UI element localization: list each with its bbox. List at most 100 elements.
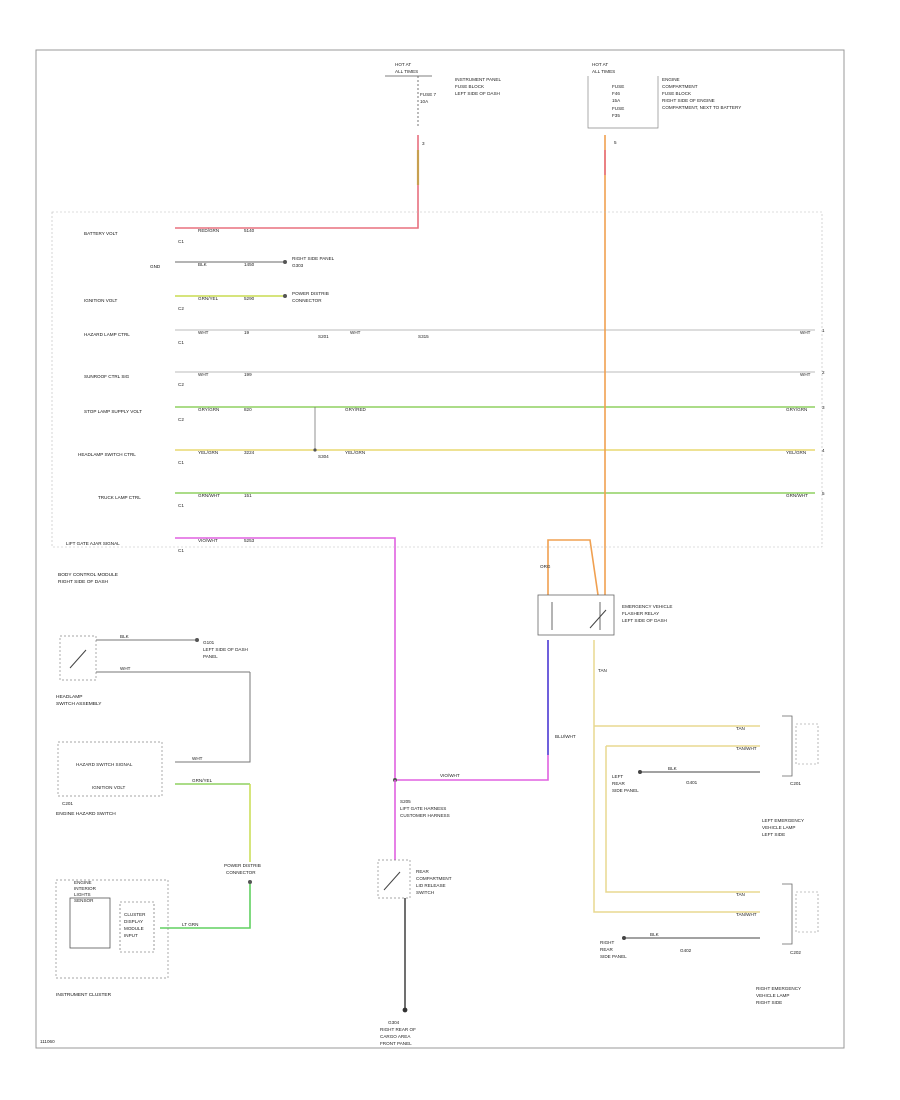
svg-text:C2: C2 (178, 306, 184, 311)
lamp-right: TAN TAN/WHT BLK G402 RIGHT REAR SIDE PAN… (600, 883, 819, 1005)
svg-text:1: 1 (822, 328, 825, 333)
svg-text:G402: G402 (680, 948, 692, 953)
svg-text:FRONT PANEL: FRONT PANEL (380, 1041, 412, 1046)
svg-text:FUSE BLOCK: FUSE BLOCK (455, 84, 485, 89)
svg-text:STOP LAMP SUPPLY VOLT: STOP LAMP SUPPLY VOLT (84, 409, 142, 414)
svg-text:VIO/WHT: VIO/WHT (198, 538, 218, 543)
svg-text:GRY/GRN: GRY/GRN (198, 407, 219, 412)
rear-compartment-switch: REAR COMPARTMENT LID RELEASE SWITCH (377, 859, 452, 899)
svg-text:COMPARTMENT, NEXT TO BATTERY: COMPARTMENT, NEXT TO BATTERY (662, 105, 741, 110)
svg-text:LT GRN: LT GRN (182, 922, 198, 927)
svg-text:3224: 3224 (244, 450, 255, 455)
lamp-left: TAN TAN/WHT BLK G401 LEFT REAR SIDE PANE… (612, 715, 819, 837)
svg-text:YEL/GRN: YEL/GRN (786, 450, 806, 455)
hazard-switch: HAZARD SWITCH SIGNAL IGNITION VOLT WHT G… (56, 741, 251, 862)
svg-text:C1: C1 (178, 460, 184, 465)
flasher-relay: EMERGENCY VEHICLE FLASHER RELAY LEFT SID… (537, 564, 672, 739)
svg-text:151: 151 (244, 493, 252, 498)
svg-text:5253: 5253 (244, 538, 255, 543)
svg-text:C202: C202 (790, 950, 801, 955)
svg-text:ENGINE: ENGINE (662, 77, 680, 82)
svg-text:LIFT GATE HARNESS: LIFT GATE HARNESS (400, 806, 446, 811)
svg-text:REAR: REAR (600, 947, 613, 952)
svg-text:15A: 15A (612, 98, 621, 103)
svg-text:10A: 10A (420, 99, 429, 104)
svg-text:FUSE BLOCK: FUSE BLOCK (662, 91, 692, 96)
svg-text:BLK: BLK (120, 634, 130, 639)
svg-text:GRY/GRN: GRY/GRN (786, 407, 807, 412)
svg-text:CARGO AREA: CARGO AREA (380, 1034, 411, 1039)
svg-text:S315: S315 (418, 334, 429, 339)
svg-text:5140: 5140 (244, 228, 255, 233)
footer-code: 111060 (40, 1039, 55, 1044)
fuse-block-right: HOT AT ALL TIMES ENGINE COMPARTMENT FUSE… (587, 62, 741, 145)
svg-text:RIGHT SIDE PANEL: RIGHT SIDE PANEL (292, 256, 335, 261)
svg-text:TAN/WHT: TAN/WHT (736, 746, 757, 751)
svg-text:CLUSTER: CLUSTER (124, 912, 146, 917)
svg-text:TAN: TAN (598, 668, 607, 673)
svg-text:HEADLAMP: HEADLAMP (56, 694, 82, 700)
svg-text:YEL/GRN: YEL/GRN (198, 450, 218, 455)
svg-text:C1: C1 (178, 239, 184, 244)
svg-text:YEL/GRN: YEL/GRN (345, 450, 365, 455)
bcm-rows: BATTERY VOLT C1 RED/GRN 5140 GND BLK 145… (51, 211, 823, 553)
rear-ground-label: G304 RIGHT REAR OF CARGO AREA FRONT PANE… (380, 1020, 416, 1046)
svg-text:SWITCH ASSEMBLY: SWITCH ASSEMBLY (56, 701, 102, 707)
svg-text:HEADLAMP SWITCH CTRL: HEADLAMP SWITCH CTRL (78, 452, 136, 457)
svg-text:POWER DISTRIB: POWER DISTRIB (292, 291, 329, 296)
svg-text:WHT: WHT (800, 330, 811, 335)
bcm-name: BODY CONTROL MODULE (58, 572, 118, 578)
svg-text:HOT AT: HOT AT (592, 62, 608, 67)
svg-text:5: 5 (822, 491, 825, 496)
svg-text:FLASHER RELAY: FLASHER RELAY (622, 611, 659, 616)
svg-text:GRN/YEL: GRN/YEL (192, 778, 213, 783)
svg-text:C1: C1 (178, 340, 184, 345)
svg-text:820: 820 (244, 407, 252, 412)
headlamp-switch-assembly: BLK WHT G101 LEFT SIDE OF DASH PANEL HEA… (56, 634, 251, 763)
svg-text:INTERIOR: INTERIOR (74, 886, 97, 891)
svg-text:GRN/WHT: GRN/WHT (198, 493, 220, 498)
svg-text:3: 3 (822, 405, 825, 410)
svg-text:LEFT EMERGENCY: LEFT EMERGENCY (762, 818, 804, 823)
svg-text:COMPARTMENT: COMPARTMENT (416, 876, 452, 881)
svg-text:ENGINE: ENGINE (74, 880, 92, 885)
svg-text:C201: C201 (62, 801, 73, 806)
svg-text:TAN: TAN (736, 726, 745, 731)
svg-text:REAR: REAR (416, 869, 429, 874)
power-distrib-label: POWER DISTRIB (224, 863, 261, 868)
fuse-block-left: HOT AT ALL TIMES INSTRUMENT PANEL FUSE B… (385, 62, 501, 146)
svg-text:RIGHT: RIGHT (600, 940, 614, 945)
svg-text:GRN/WHT: GRN/WHT (786, 493, 808, 498)
svg-text:ALL TIMES: ALL TIMES (592, 69, 615, 74)
svg-text:2: 2 (822, 370, 825, 375)
bcm-location: RIGHT SIDE OF DASH (58, 579, 109, 585)
svg-text:C201: C201 (790, 781, 801, 786)
wire-ipc (160, 884, 251, 929)
svg-text:FUSE: FUSE (612, 106, 624, 111)
svg-text:SIDE PANEL: SIDE PANEL (612, 788, 639, 793)
svg-text:LIFT GATE AJAR SIGNAL: LIFT GATE AJAR SIGNAL (66, 541, 120, 546)
svg-text:REAR: REAR (612, 781, 625, 786)
svg-text:WHT: WHT (198, 372, 209, 377)
svg-text:RIGHT SIDE: RIGHT SIDE (756, 1000, 782, 1005)
svg-text:COMPARTMENT: COMPARTMENT (662, 84, 698, 89)
svg-text:ENGINE HAZARD SWITCH: ENGINE HAZARD SWITCH (56, 811, 116, 817)
svg-text:LIGHTS: LIGHTS (74, 892, 91, 897)
svg-text:C2: C2 (178, 382, 184, 387)
svg-text:TAN/WHT: TAN/WHT (736, 912, 757, 917)
svg-text:LEFT SIDE OF DASH: LEFT SIDE OF DASH (455, 91, 500, 96)
svg-text:WHT: WHT (350, 330, 361, 335)
power-distrib-node (248, 880, 252, 884)
svg-text:S304: S304 (318, 454, 329, 459)
svg-text:RED/GRN: RED/GRN (198, 228, 219, 233)
svg-text:3: 3 (422, 141, 425, 146)
svg-text:GRN/YEL: GRN/YEL (198, 296, 219, 301)
svg-text:SENSOR: SENSOR (74, 898, 94, 903)
svg-text:BLK: BLK (668, 766, 678, 771)
svg-text:5: 5 (614, 140, 617, 145)
svg-text:S205: S205 (400, 799, 411, 804)
svg-text:HAZARD SWITCH SIGNAL: HAZARD SWITCH SIGNAL (76, 762, 133, 767)
svg-text:GRY/RED: GRY/RED (345, 407, 367, 412)
svg-text:C1: C1 (178, 503, 184, 508)
svg-text:WHT: WHT (800, 372, 811, 377)
